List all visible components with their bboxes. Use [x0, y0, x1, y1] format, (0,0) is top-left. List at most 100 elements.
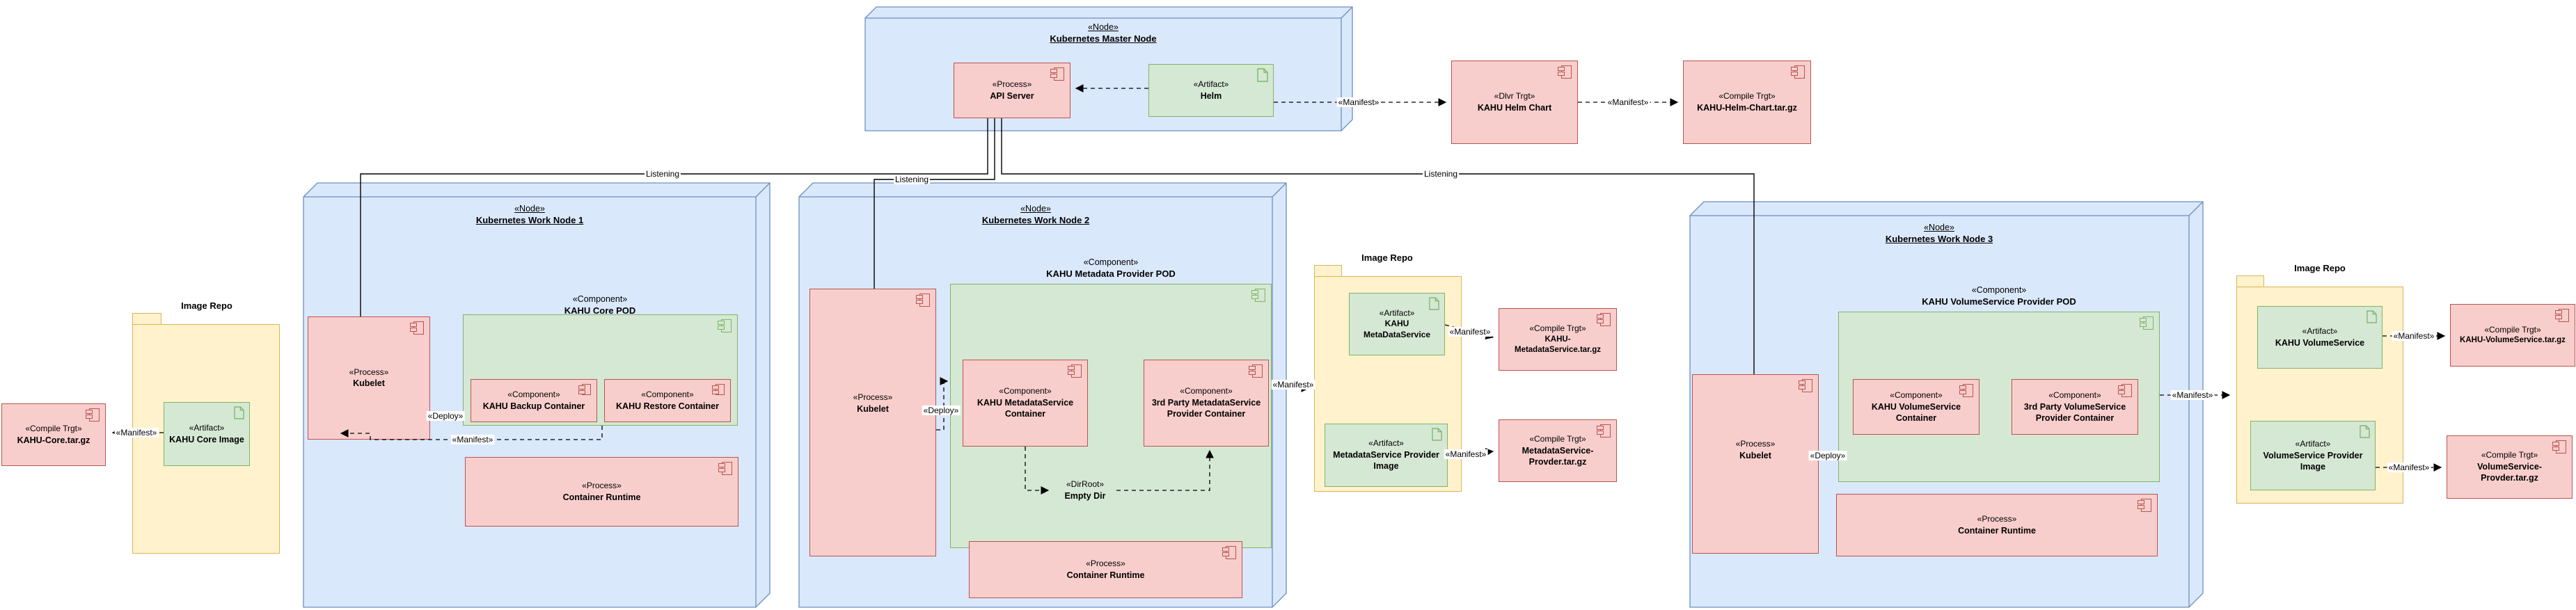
kubelet-1-name: Kubelet — [353, 378, 385, 389]
folder-tab-icon — [132, 313, 161, 324]
work-node-1-title: «Node» Kubernetes Work Node 1 — [476, 204, 583, 226]
pod-3-name: KAHU VolumeService Provider POD — [1922, 296, 2076, 307]
kubelet-2-box: «Process» Kubelet — [809, 289, 936, 556]
work-node-2-title: «Node» Kubernetes Work Node 2 — [982, 204, 1089, 226]
helm-chart-tar-name: KAHU-Helm-Chart.tar.gz — [1697, 102, 1797, 113]
pod-3-stereotype: «Component» — [1971, 285, 2027, 295]
component-icon — [86, 408, 100, 422]
pod-1-stereotype: «Component» — [572, 294, 628, 304]
helm-name: Helm — [1200, 90, 1222, 101]
folder-tab-icon — [2236, 275, 2264, 287]
thirdparty-3-name: 3rd Party VolumeService Provider Contain… — [2023, 401, 2126, 423]
artifact-icon — [1429, 297, 1439, 310]
component-icon — [916, 294, 930, 307]
restore-name: KAHU Restore Container — [616, 401, 719, 411]
component-icon — [2140, 316, 2154, 330]
work-node-2-name: Kubernetes Work Node 2 — [981, 214, 1090, 225]
repo-volume-title: Image Repo — [2294, 263, 2346, 273]
component-icon — [1249, 364, 1263, 378]
work-node-1-name: Kubernetes Work Node 1 — [475, 214, 584, 225]
thirdparty-2-name: 3rd Party MetadataService Provider Conta… — [1151, 398, 1261, 419]
volumeservice-artifact-box: «Artifact» KAHU VolumeService — [2257, 306, 2383, 369]
backup-name: KAHU Backup Container — [482, 401, 585, 411]
volume-provider-tar-stereotype: «Compile Trgt» — [2481, 450, 2538, 460]
manifest-label: «Manifest» — [2170, 390, 2215, 400]
pod-2-name: KAHU Metadata Provider POD — [1046, 268, 1176, 279]
ms-container-name: KAHU MetadataService Container — [977, 398, 1074, 419]
component-icon — [1791, 65, 1805, 79]
manifest-label: «Manifest» — [114, 428, 159, 438]
kubelet-2-name: Kubelet — [857, 403, 889, 414]
volumeservice-tar-box: «Compile Trgt» KAHU-VolumeService.tar.gz — [2450, 304, 2575, 367]
manifest-label: «Manifest» — [2392, 331, 2436, 341]
volume-provider-tar-name: VolumeService-Provder.tar.gz — [2477, 462, 2542, 483]
master-node-name: Kubernetes Master Node — [1050, 33, 1157, 44]
manifest-label: «Manifest» — [450, 435, 495, 444]
listening-label: Listening — [644, 169, 681, 179]
work-node-3-stereotype: «Node» — [1924, 223, 1954, 232]
manifest-label: «Manifest» — [1444, 449, 1488, 459]
core-tar-stereotype: «Compile Trgt» — [25, 424, 82, 434]
ms-container-stereotype: «Component» — [999, 386, 1052, 396]
core-image-artifact-box: «Artifact» KAHU Core Image — [164, 402, 250, 466]
repo-meta-title: Image Repo — [1361, 252, 1413, 263]
empty-dir-name: Empty Dir — [1064, 490, 1106, 501]
deploy-label: «Deploy» — [922, 406, 961, 415]
runtime-1-name: Container Runtime — [562, 492, 641, 502]
runtime-2-stereotype: «Process» — [1086, 559, 1125, 569]
repo-core-title: Image Repo — [181, 300, 232, 311]
ms-artifact-name: KAHU MetaDataService — [1363, 319, 1431, 339]
master-node-stereotype: «Node» — [1088, 22, 1119, 32]
msp-artifact-name: MetadataService Provider Image — [1333, 450, 1439, 472]
runtime-3-stereotype: «Process» — [1977, 514, 2017, 524]
component-icon — [2138, 499, 2151, 512]
ms-artifact-stereotype: «Artifact» — [1379, 307, 1415, 318]
artifact-icon — [1257, 68, 1268, 82]
helm-box: «Artifact» Helm — [1148, 64, 1274, 117]
pod-1-title: «Component» KAHU Core POD — [564, 294, 636, 316]
helm-chart-tar-box: «Compile Trgt» KAHU-Helm-Chart.tar.gz — [1683, 61, 1811, 144]
thirdparty-2-stereotype: «Component» — [1180, 386, 1233, 396]
meta-tar-stereotype: «Compile Trgt» — [1529, 323, 1586, 334]
artifact-icon — [234, 406, 244, 419]
component-icon — [1068, 364, 1082, 378]
kubelet-3-stereotype: «Process» — [1735, 439, 1776, 449]
restore-stereotype: «Component» — [641, 390, 694, 400]
core-image-name: KAHU Core Image — [169, 434, 244, 444]
thirdparty-metadataservice-box: «Component» 3rd Party MetadataService Pr… — [1144, 360, 1269, 447]
component-icon — [2555, 309, 2569, 322]
component-icon — [578, 384, 591, 395]
backup-container-box: «Component» KAHU Backup Container — [471, 379, 597, 422]
volumeservice-container-box: «Component» KAHU VolumeService Container — [1853, 379, 1980, 435]
vs-container-stereotype: «Component» — [1890, 390, 1943, 400]
manifest-label: «Manifest» — [2387, 463, 2431, 472]
empty-dir-stereotype: «DirRoot» — [1066, 479, 1105, 490]
helm-chart-tar-stereotype: «Compile Trgt» — [1718, 91, 1776, 102]
kubelet-3-box: «Process» Kubelet — [1692, 374, 1819, 554]
component-icon — [1597, 313, 1611, 326]
listening-line-node2 — [874, 118, 995, 289]
metadataservice-container-box: «Component» KAHU MetadataService Contain… — [963, 360, 1088, 447]
work-node-3-name: Kubernetes Work Node 3 — [1885, 233, 1993, 244]
folder-tab-icon — [1314, 265, 1342, 276]
listening-label: Listening — [1422, 169, 1460, 179]
api-server-stereotype: «Process» — [992, 79, 1032, 90]
component-icon — [718, 319, 732, 332]
restore-container-box: «Component» KAHU Restore Container — [604, 379, 731, 422]
runtime-2-name: Container Runtime — [1066, 570, 1145, 580]
listening-line-node1 — [360, 118, 988, 316]
vs-artifact-name: KAHU VolumeService — [2275, 337, 2365, 348]
vsp-artifact-name: VolumeService Provider Image — [2263, 450, 2363, 472]
vs-container-name: KAHU VolumeService Container — [1871, 401, 1961, 423]
kubelet-3-name: Kubelet — [1739, 450, 1771, 460]
manifest-label: «Manifest» — [1606, 97, 1650, 107]
deploy-label: «Deploy» — [426, 411, 465, 421]
component-icon — [1558, 65, 1572, 79]
deploy-label: «Deploy» — [1808, 451, 1847, 460]
thirdparty-3-stereotype: «Component» — [2048, 390, 2101, 400]
meta-provider-tar-stereotype: «Compile Trgt» — [1529, 433, 1586, 444]
artifact-icon — [2366, 310, 2377, 323]
empty-dir-label: «DirRoot» Empty Dir — [1054, 453, 1116, 528]
